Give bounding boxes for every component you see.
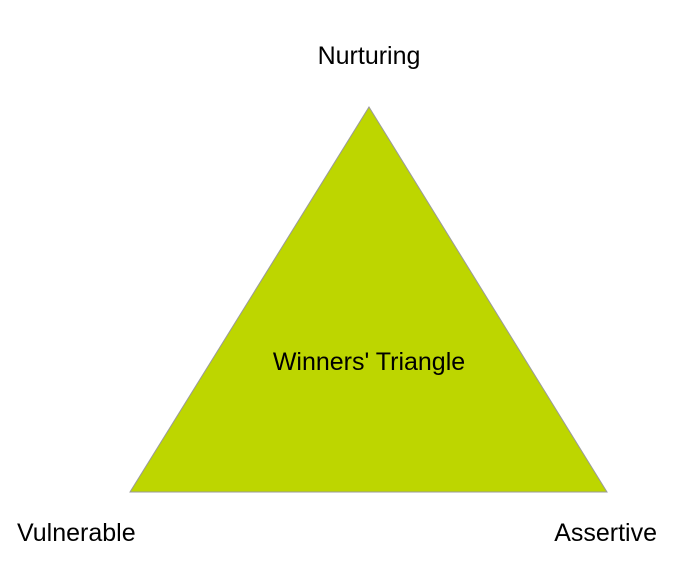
top-vertex-label: Nurturing — [317, 42, 421, 70]
triangle-shape — [129, 106, 608, 493]
triangle-title: Winners' Triangle — [272, 348, 466, 376]
right-vertex-label: Assertive — [554, 519, 657, 547]
left-vertex-label: Vulnerable — [17, 519, 136, 547]
